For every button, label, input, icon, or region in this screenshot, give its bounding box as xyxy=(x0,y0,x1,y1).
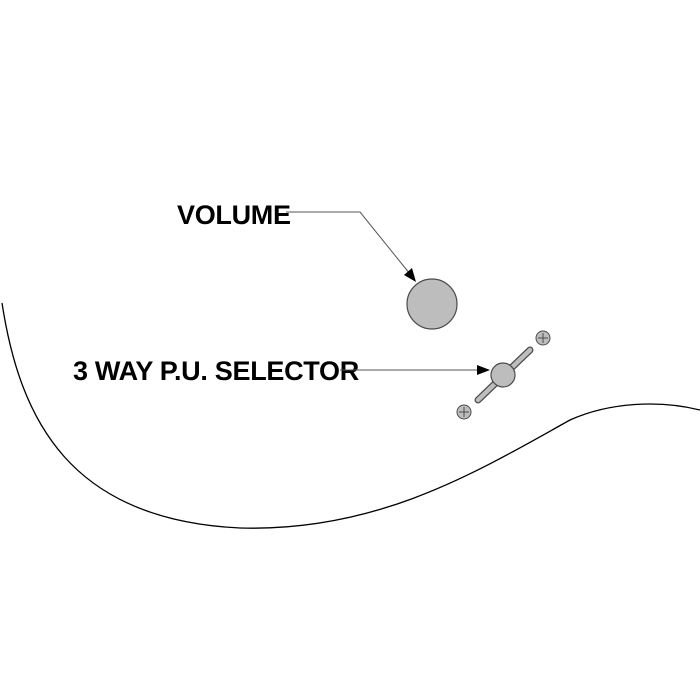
screw-icon xyxy=(535,330,551,346)
volume-label: VOLUME xyxy=(177,200,291,230)
volume-leader-line xyxy=(286,211,411,275)
arrowhead-icon xyxy=(477,365,490,375)
selector-label: 3 WAY P.U. SELECTOR xyxy=(73,356,359,386)
guitar-body-outline xyxy=(1,302,700,529)
screw-icon xyxy=(456,404,472,420)
volume-callout: VOLUME xyxy=(177,200,416,282)
selector-callout: 3 WAY P.U. SELECTOR xyxy=(73,356,490,386)
volume-knob-icon[interactable] xyxy=(406,278,458,330)
selector-lever-tip[interactable] xyxy=(490,362,516,388)
selector-switch-icon[interactable] xyxy=(474,346,534,404)
arrowhead-icon xyxy=(404,268,416,282)
